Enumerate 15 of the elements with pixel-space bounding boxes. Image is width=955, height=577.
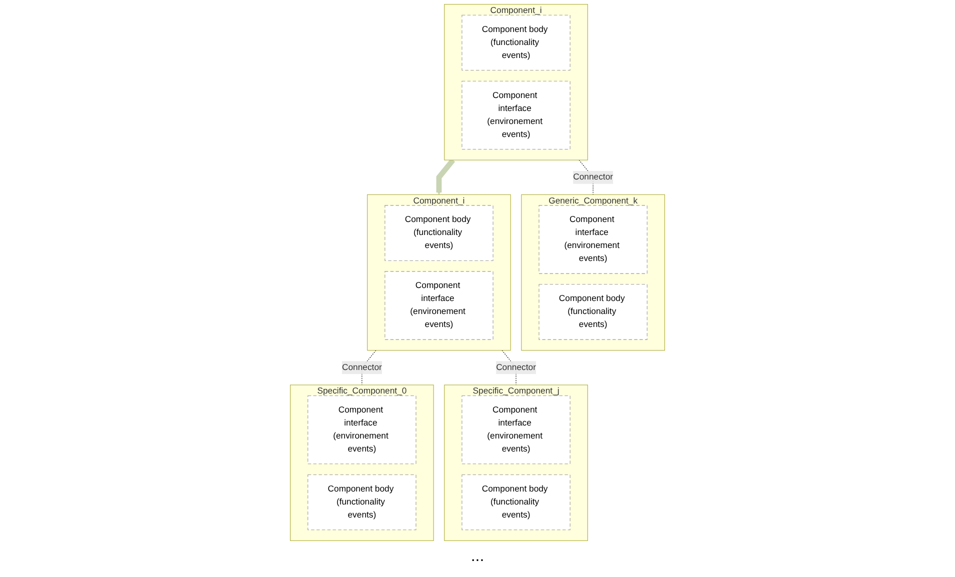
- node-box: Component interface (environement events): [308, 396, 416, 464]
- arrow: [436, 158, 456, 195]
- node-box: Component body (functionality events): [538, 284, 648, 340]
- edge-label: Connector: [342, 362, 382, 372]
- node-box: Component interface (environement events): [538, 205, 648, 274]
- node-box: Component body (functionality events): [462, 14, 570, 71]
- node-box: Component body (functionality events): [462, 474, 570, 530]
- node-box: Component body (functionality events): [308, 474, 416, 530]
- node-box: Component body (functionality events): [384, 205, 494, 261]
- node-box: Component interface (environement events): [384, 271, 494, 340]
- edge-label: Connector: [496, 362, 536, 372]
- edge-label: Connector: [573, 172, 614, 182]
- node-box: Component interface (environement events): [462, 396, 570, 464]
- node-box: Component interface (environement events): [462, 80, 570, 150]
- ellipsis-note: ...: [470, 548, 484, 565]
